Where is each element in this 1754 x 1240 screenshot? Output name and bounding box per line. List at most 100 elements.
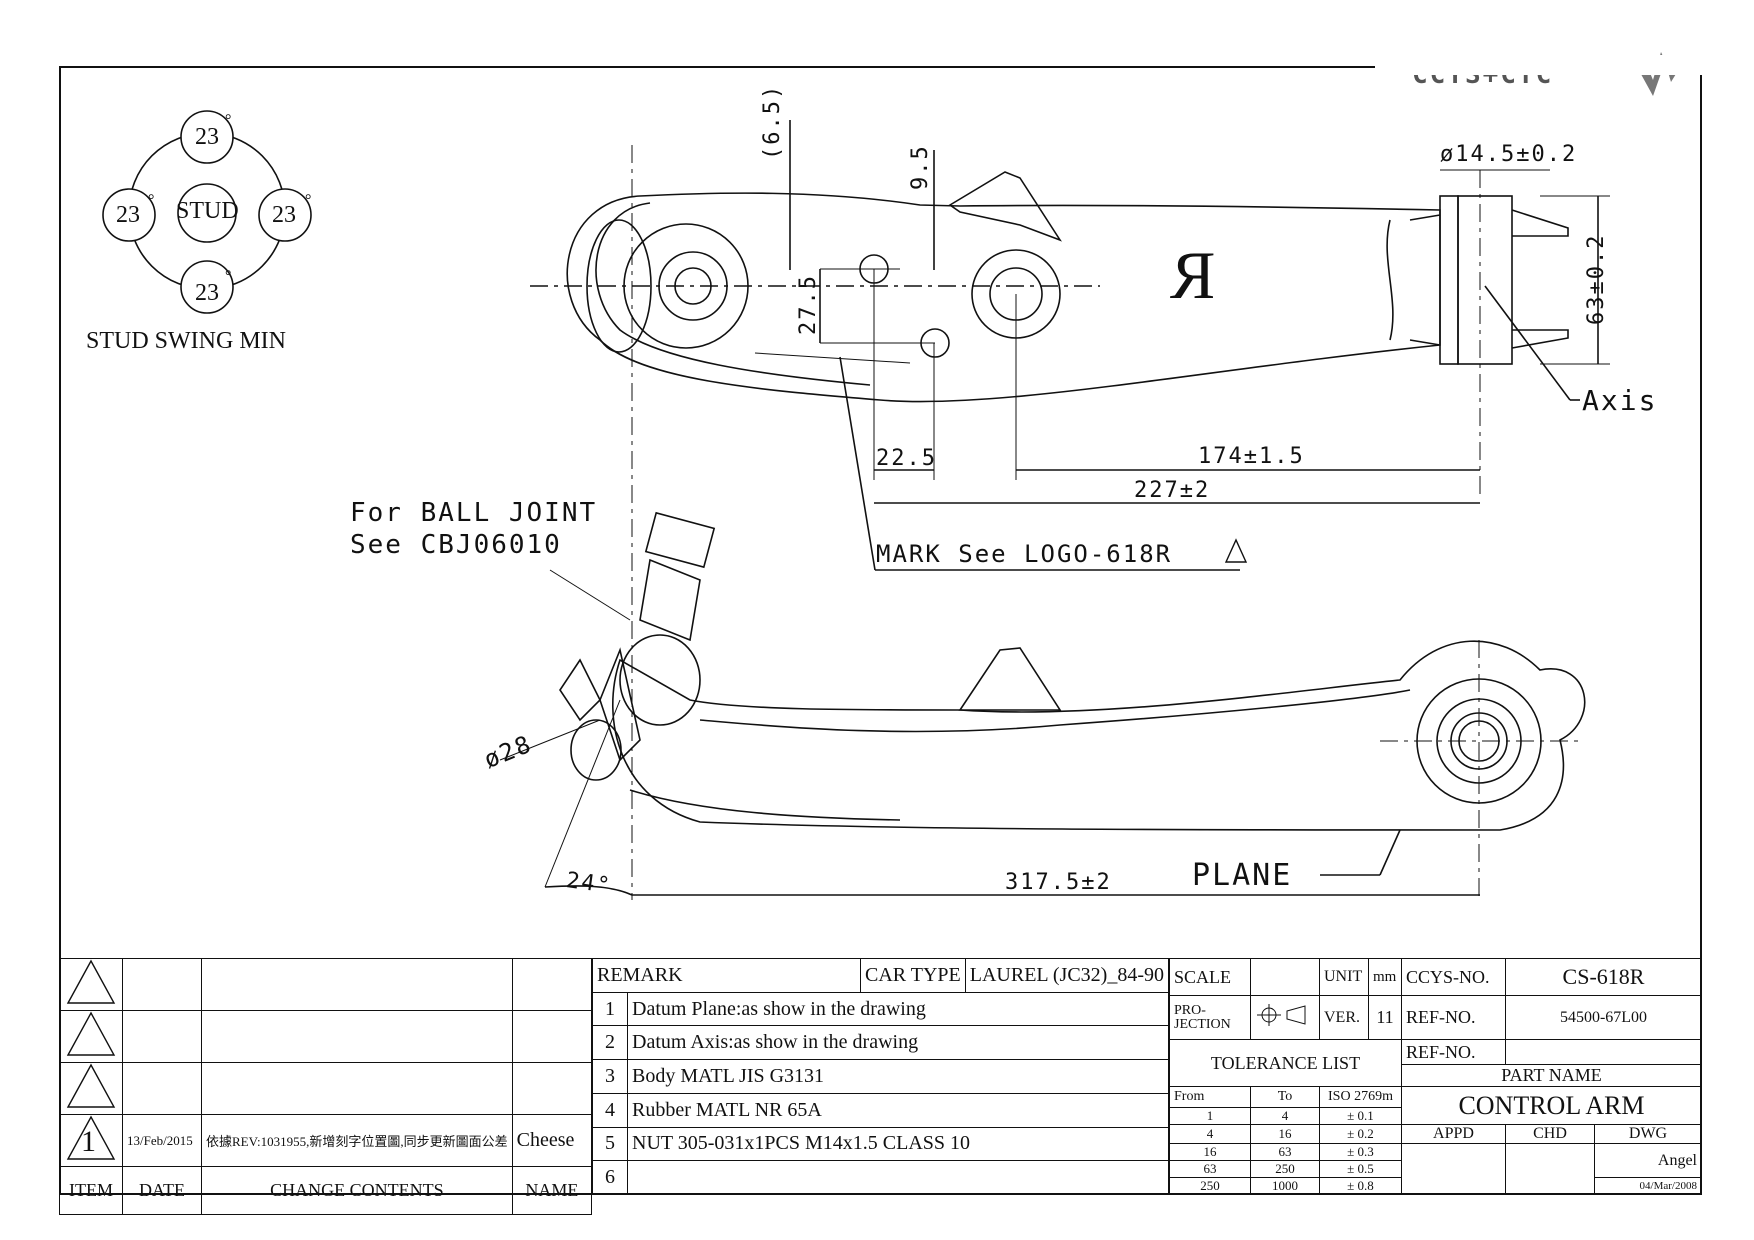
ball-joint-note-2: See CBJ06010	[350, 530, 562, 560]
tolerance-label: TOLERANCE LIST	[1169, 1039, 1402, 1087]
dim-6-5: (6.5)	[760, 83, 785, 160]
chd-label: CHD	[1505, 1124, 1595, 1144]
remark-no: 2	[592, 1025, 628, 1061]
ref-number: 54500-67L00	[1505, 995, 1702, 1040]
table-row: 16 63 ± 0.3 Angel	[1169, 1143, 1702, 1195]
table-row: 63 250 ± 0.5	[1169, 1160, 1702, 1178]
revision-name	[511, 958, 593, 1011]
part-name: CONTROL ARM	[1401, 1086, 1702, 1125]
ball-joint-note-1: For BALL JOINT	[350, 498, 598, 528]
table-row	[59, 958, 593, 1011]
swing-bottom-value: 23	[195, 280, 219, 306]
revision-change	[201, 958, 513, 1011]
tol-to: 1000	[1250, 1177, 1320, 1195]
ref-label-2: REF-NO.	[1401, 1039, 1506, 1065]
ball-joint	[559, 511, 716, 781]
appd-label: APPD	[1401, 1124, 1506, 1144]
tol-from: 63	[1169, 1160, 1251, 1178]
table-row	[59, 1062, 593, 1115]
degree-mark: °	[305, 192, 312, 209]
dwg-label: DWG	[1594, 1124, 1702, 1144]
tol-header-from: From	[1169, 1086, 1251, 1108]
swing-left-value: 23	[116, 202, 140, 228]
revision-triangle-icon	[66, 1011, 116, 1056]
stud-swing-label: STUD SWING MIN	[86, 328, 286, 354]
tol-header-to: To	[1250, 1086, 1320, 1108]
ccys-label: CCYS-NO.	[1401, 958, 1506, 996]
degree-mark: °	[225, 112, 232, 129]
tol-value: ± 0.2	[1319, 1124, 1402, 1144]
chd-value	[1505, 1143, 1595, 1195]
table-row: 1 4 ± 0.1	[1169, 1107, 1702, 1125]
tol-to: 250	[1250, 1160, 1320, 1178]
ref-number-2	[1505, 1039, 1702, 1065]
revision-date	[122, 1010, 202, 1063]
scale-value	[1250, 958, 1320, 996]
dim-9-5: 9.5	[908, 144, 933, 190]
drawn-by: Angel	[1594, 1143, 1702, 1178]
table-row: 250 1000 ± 0.8 04/Mar/2008	[1169, 1177, 1702, 1195]
ccys-number: CS-618R	[1505, 958, 1702, 996]
remark-text: Datum Axis:as show in the drawing	[627, 1025, 1169, 1061]
header-item: ITEM	[59, 1166, 123, 1215]
dim-317-5: 317.5±2	[1005, 870, 1112, 895]
remark-no: 1	[592, 991, 628, 1027]
header-date: DATE	[122, 1166, 202, 1215]
ver-value: 11	[1368, 995, 1402, 1040]
revision-triangle-icon	[66, 959, 116, 1004]
remark-header: REMARK	[592, 958, 861, 993]
table-row: PRO- JECTION VER. 11 REF-NO. 54500-67L00	[1169, 995, 1702, 1040]
remark-no: 3	[592, 1059, 628, 1094]
plane-label: PLANE	[1192, 858, 1293, 893]
table-row: 4 16 ± 0.2 APPD CHD DWG	[1169, 1124, 1702, 1144]
revision-date	[122, 958, 202, 1011]
remark-text: Rubber MATL NR 65A	[627, 1092, 1169, 1128]
table-row: PART NAME	[1170, 1064, 1702, 1087]
dim-22-5: 22.5	[876, 446, 937, 471]
mark-note: MARK See LOGO-618R	[876, 540, 1173, 568]
dim-dia-14-5: ø14.5±0.2	[1440, 142, 1578, 167]
tol-value: ± 0.1	[1319, 1107, 1402, 1125]
unit-label: UNIT	[1319, 958, 1369, 996]
revision-name	[511, 1010, 593, 1063]
dim-27-5: 27.5	[796, 274, 821, 335]
remark-text: Body MATL JIS G3131	[627, 1059, 1169, 1094]
r-side-mark: R	[1170, 237, 1216, 313]
part-name-label: PART NAME	[1401, 1064, 1702, 1087]
swing-right-value: 23	[272, 202, 296, 228]
revision-change	[201, 1010, 513, 1063]
remark-no: 5	[592, 1126, 628, 1162]
revision-change: 依據REV:1031955,新增刻字位置圖,同步更新圖面公差	[201, 1114, 513, 1167]
tol-to: 16	[1250, 1124, 1320, 1144]
scale-label: SCALE	[1169, 958, 1251, 996]
revision-date	[122, 1062, 202, 1115]
car-type-label: CAR TYPE	[859, 958, 966, 993]
control-arm-top-view	[530, 120, 1610, 900]
swing-top-value: 23	[195, 124, 219, 150]
tol-from: 4	[1169, 1124, 1251, 1144]
car-type-value: LAUREL (JC32)_84-90	[964, 958, 1170, 993]
projection-symbol-icon	[1250, 995, 1320, 1040]
revision-triangle-icon	[66, 1115, 116, 1160]
header-name: NAME	[511, 1166, 593, 1215]
ver-label: VER.	[1319, 995, 1369, 1040]
tol-value: ± 0.3	[1319, 1143, 1402, 1161]
table-row: From To ISO 2769m CONTROL ARM	[1169, 1086, 1702, 1125]
revision-triangle-cell	[59, 958, 123, 1011]
remark-text	[627, 1160, 1169, 1195]
table-row: SCALE UNIT mm CCYS-NO. CS-618R	[1169, 958, 1702, 996]
table-row	[59, 1010, 593, 1063]
revision-change	[201, 1062, 513, 1115]
degree-mark: °	[148, 192, 155, 209]
drawn-date: 04/Mar/2008	[1594, 1177, 1702, 1195]
tol-value: ± 0.8	[1319, 1177, 1402, 1195]
projection-label: PRO- JECTION	[1169, 995, 1251, 1040]
